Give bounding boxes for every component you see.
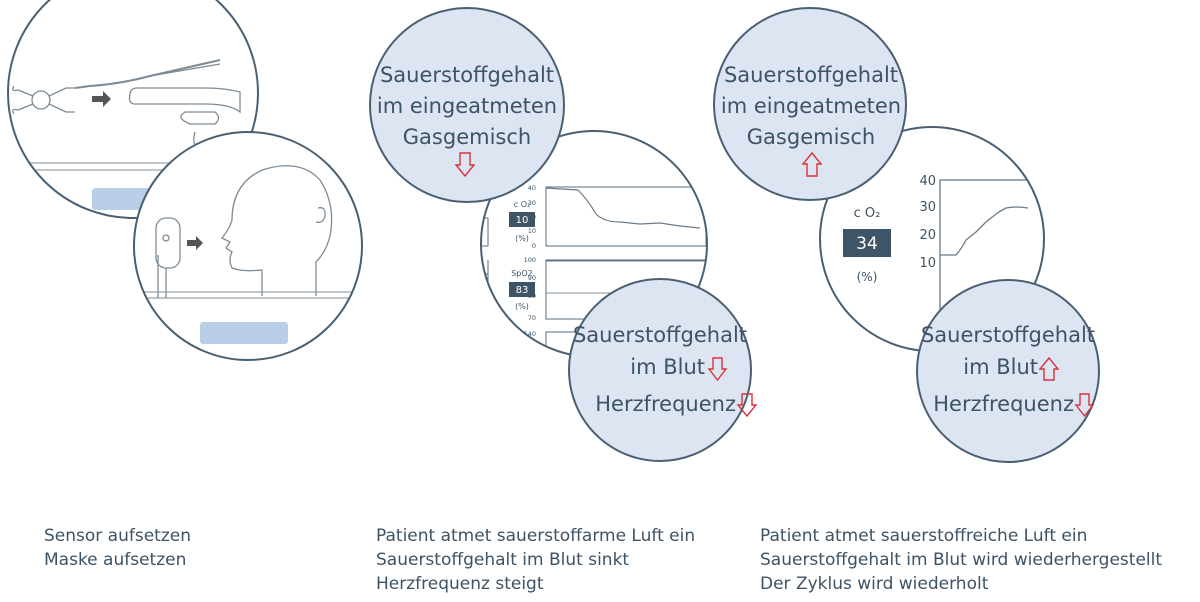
bubble-line: Sauerstoffgehalt	[572, 323, 748, 347]
co2-axis-tick: 0	[532, 242, 536, 250]
caption-line: Maske aufsetzen	[44, 550, 187, 570]
arrow-right-icon	[187, 236, 203, 250]
bubble-line: Sauerstoffgehalt	[379, 63, 555, 87]
bubble-line: Herzfrequenz	[595, 392, 736, 416]
caption-line: Patient atmet sauerstoffreiche Luft ein	[760, 526, 1088, 546]
bubble-line: im Blut	[630, 355, 705, 379]
spo2-value-box	[509, 282, 535, 297]
co2-unit: (%)	[857, 270, 878, 284]
bubble-line: Herzfrequenz	[933, 392, 1074, 416]
top-bubble	[369, 7, 565, 203]
co2-unit: (%)	[515, 234, 529, 243]
bottom-bubble	[916, 279, 1100, 463]
co2-axis-tick: 10	[528, 227, 536, 235]
blue-bar	[200, 322, 288, 344]
caption-line: Sensor aufsetzen	[44, 526, 191, 546]
bubble-line: im eingeatmeten	[720, 94, 902, 118]
co2-axis-tick: 10	[919, 256, 936, 271]
head-profile-icon	[220, 165, 333, 296]
co2-trace	[545, 187, 701, 229]
spo2-axis-tick: 90	[528, 274, 536, 282]
spo2-axis-tick: 100	[524, 256, 536, 264]
co2-axis-tick: 30	[528, 199, 536, 207]
clip-sensor-icon	[31, 90, 51, 110]
top-bubble-text: Sauerstoffgehalt im eingeatmeten Gasgemi…	[367, 60, 567, 153]
mask-icon	[155, 217, 181, 269]
co2-value-box	[843, 229, 891, 257]
bottom-bubble-text: Sauerstoffgehalt	[565, 320, 755, 351]
co2-axis-tick: 30	[919, 200, 936, 215]
arrow-down-icon	[707, 357, 728, 382]
hr-axis-tick: 140	[524, 330, 536, 338]
panel3-illustration: 40 30 20 10 c O₂ 34 (%)	[713, 7, 1100, 463]
co2-label: c O₂	[854, 206, 881, 221]
spo2-axis-tick: 70	[528, 314, 536, 322]
panel2-illustration: 40 30 20 10 0 100 90 80 70 140 c O₂ 10 (…	[369, 7, 758, 462]
co2-trace	[940, 206, 1029, 256]
co2-axis-tick: 40	[528, 184, 536, 192]
caption-line: Sauerstoffgehalt im Blut wird wiederherg…	[760, 550, 1163, 570]
bottom-bubble	[568, 278, 752, 462]
finger-icon	[128, 87, 241, 114]
arrow-up-icon	[1038, 356, 1060, 381]
co2-value-box	[509, 212, 535, 227]
caption-line: Patient atmet sauerstoffarme Luft ein	[376, 526, 696, 546]
arrow-up-icon	[736, 393, 758, 418]
spo2-unit: (%)	[515, 302, 529, 311]
bubble-line: Gasgemisch	[402, 125, 532, 149]
panel1-caption: Sensor aufsetzen Maske aufsetzen	[44, 524, 191, 572]
bottom-bubble-text: Sauerstoffgehalt	[910, 320, 1106, 351]
spo2-label: SpO2	[511, 269, 533, 278]
arrow-right-icon	[92, 91, 111, 107]
arrow-up-icon	[801, 151, 823, 177]
top-bubble-text: Sauerstoffgehalt im eingeatmeten Gasgemi…	[711, 60, 911, 153]
arrow-down-icon	[454, 152, 476, 178]
mask-circle	[133, 131, 363, 361]
panel3-caption: Patient atmet sauerstoffreiche Luft ein …	[760, 524, 1162, 596]
spo2-value: 83	[516, 285, 529, 296]
bubble-line: Sauerstoffgehalt	[920, 323, 1096, 347]
caption-line: Der Zyklus wird wiederholt	[760, 574, 989, 594]
panel2-caption: Patient atmet sauerstoffarme Luft ein Sa…	[376, 524, 695, 596]
bubble-line: Gasgemisch	[746, 125, 876, 149]
caption-line: Herzfrequenz steigt	[376, 574, 544, 594]
caption-line: Sauerstoffgehalt im Blut sinkt	[376, 550, 630, 570]
arrow-down-icon	[1074, 393, 1095, 418]
panel1-illustration	[7, 0, 363, 361]
co2-axis-tick: 40	[919, 174, 936, 189]
bubble-line: im eingeatmeten	[376, 94, 558, 118]
co2-value: 34	[856, 234, 878, 254]
bubble-line: im Blut	[963, 355, 1038, 379]
co2-label: c O₂	[514, 200, 530, 209]
bubble-line: Sauerstoffgehalt	[723, 63, 899, 87]
co2-value: 10	[516, 215, 529, 226]
co2-axis-tick: 20	[919, 228, 936, 243]
top-bubble	[713, 7, 907, 201]
